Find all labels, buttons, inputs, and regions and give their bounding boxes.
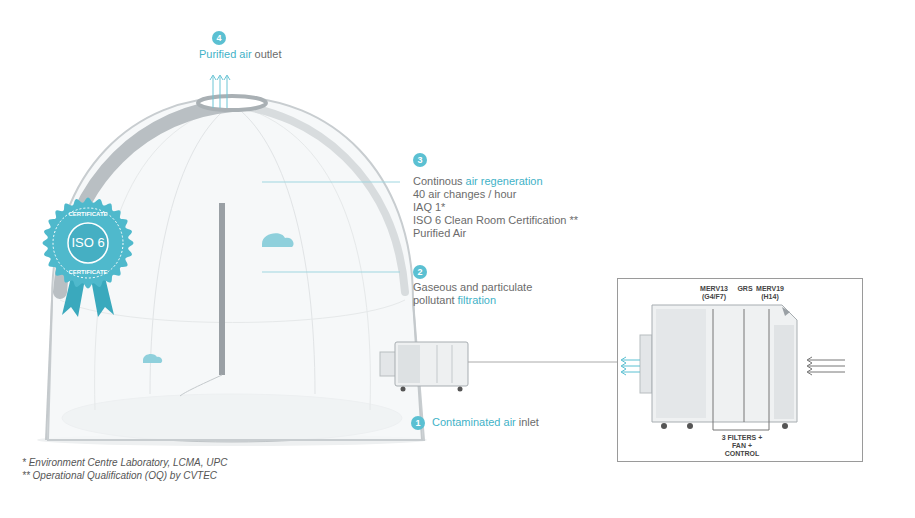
certificate-badge-node: CERTIFICATE ISO 6 CERTIFICATE xyxy=(42,197,134,289)
badge-seal xyxy=(43,198,134,289)
callout-text: Purified airoutlet xyxy=(199,48,399,61)
footnote: ** Operational Qualification (OQ) by CVT… xyxy=(22,470,442,482)
callout-label: Purified air xyxy=(199,48,252,60)
callout-text: ISO 6 Clean Room Certification ** xyxy=(413,214,673,227)
callout-text: 40 air changes / hour xyxy=(413,188,673,201)
badge-text: ISO 6 xyxy=(58,235,118,251)
filter-label: MERV13 (G4/F7) xyxy=(696,285,732,301)
badge-ring xyxy=(53,208,123,278)
footnote: * Environment Centre Laboratory, LCMA, U… xyxy=(22,457,442,469)
callout-label: inlet xyxy=(519,416,539,428)
badge-text: CERTIFICATE xyxy=(58,210,118,218)
callout-label: air regeneration xyxy=(466,175,543,187)
callout-text: Continousair regeneration xyxy=(413,175,673,188)
footnote-text: * Environment Centre Laboratory, LCMA, U… xyxy=(22,457,227,468)
filter-label: GRS xyxy=(736,285,754,293)
callout-label: Purified Air xyxy=(413,227,466,239)
callout-text: Purified Air xyxy=(413,227,673,240)
callout-label: filtration xyxy=(458,294,497,306)
callout-label: Continous xyxy=(413,175,463,187)
callout-text: Contaminated airinlet xyxy=(432,416,632,429)
callout-text: IAQ 1* xyxy=(413,201,673,214)
footnote-text: ** Operational Qualification (OQ) by CVT… xyxy=(22,470,217,481)
callout-text: Gaseous and particulate pollutantfiltrat… xyxy=(413,281,548,307)
callout-number: 1 xyxy=(411,416,425,430)
callout-label: IAQ 1* xyxy=(413,201,445,213)
callout-label: Contaminated air xyxy=(432,416,516,428)
filter-label: 3 FILTERS + FAN + CONTROL xyxy=(714,434,770,458)
badge-text: CERTIFICATE xyxy=(58,268,118,276)
filter-unit-panel: MERV13 (G4/F7) GRSMERV19 (H14) 3 FILTERS +… xyxy=(617,278,863,462)
callout-label: ISO 6 Clean Room Certification ** xyxy=(413,214,578,226)
callout-label: 40 air changes / hour xyxy=(413,188,516,200)
callout-number: 2 xyxy=(413,265,427,279)
callout-number: 4 xyxy=(212,31,226,45)
callout-number: 3 xyxy=(413,153,427,167)
callout-label: outlet xyxy=(255,48,282,60)
filter-label: MERV19 (H14) xyxy=(753,285,787,301)
